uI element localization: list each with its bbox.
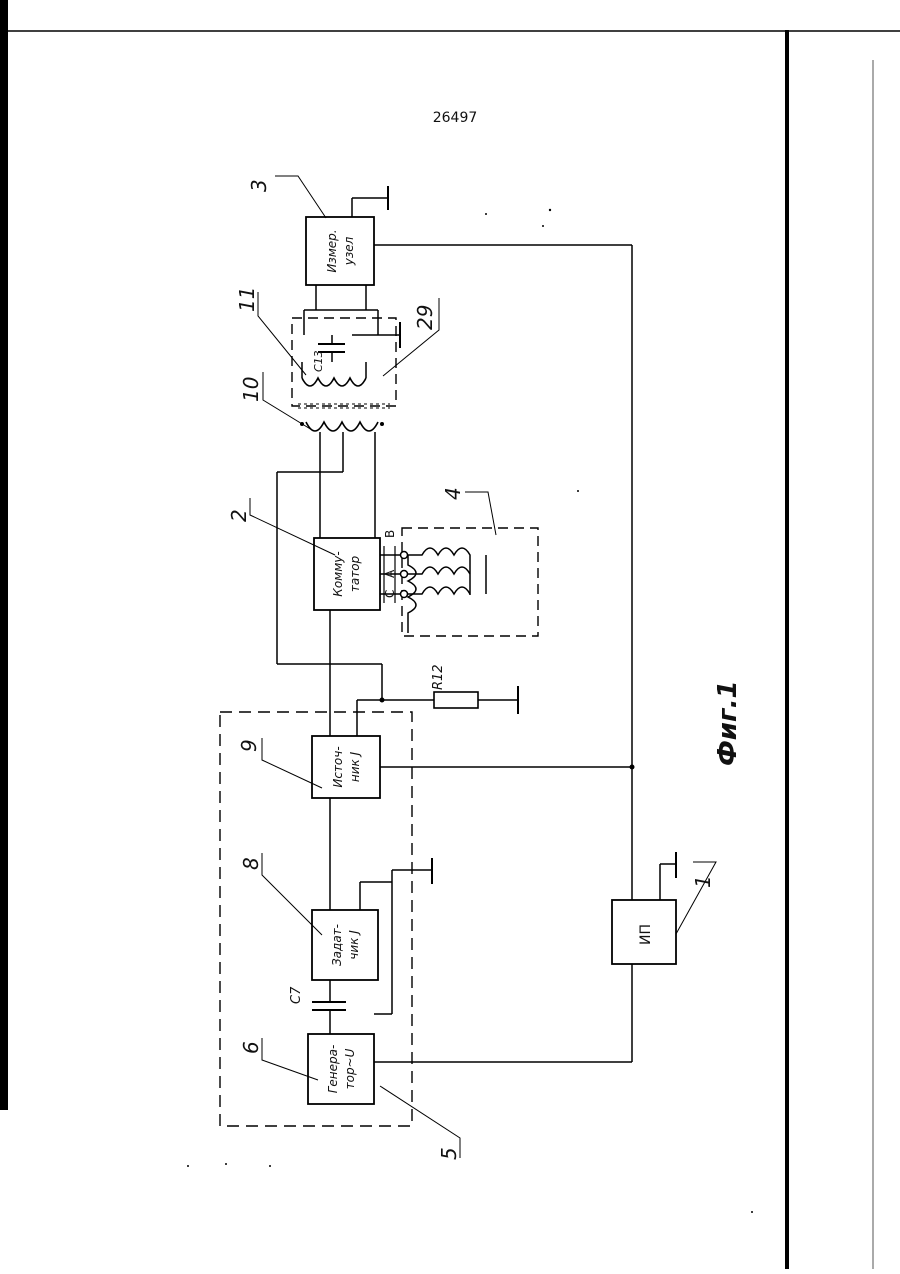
block-9-label-2: ник J bbox=[348, 751, 362, 782]
scan-speck bbox=[577, 490, 579, 492]
block-8-number: 8 bbox=[239, 857, 263, 870]
coil-10-number: 10 bbox=[239, 377, 263, 402]
block-4-coil-set: B A C 4 bbox=[380, 487, 538, 636]
block-8-current-setter: Задат- чик J 8 bbox=[239, 853, 432, 1014]
capacitor-c7: C7 bbox=[289, 980, 346, 1034]
block-3-label-1: Измер. bbox=[325, 229, 339, 272]
block-2-number: 2 bbox=[227, 509, 251, 522]
block-9-number: 9 bbox=[237, 739, 261, 752]
scan-speck bbox=[549, 209, 551, 211]
block-3-number: 3 bbox=[247, 179, 271, 192]
c13-label: C13 bbox=[312, 350, 325, 372]
block-2-label-2: татор bbox=[348, 555, 362, 592]
scan-speck bbox=[269, 1165, 271, 1167]
block-9-current-source: Источ- ник J 9 bbox=[237, 736, 632, 798]
terminal-c-label: C bbox=[383, 590, 397, 598]
scan-speck bbox=[225, 1163, 227, 1165]
scan-speck bbox=[751, 1211, 753, 1213]
block-1-label: ИП bbox=[638, 924, 654, 945]
block-6-label-2: тор~U bbox=[343, 1048, 357, 1089]
block-1-power-supply: ИП 1 bbox=[612, 245, 716, 1062]
block-8-label-2: чик J bbox=[347, 930, 361, 960]
resistor-r12: R12 bbox=[357, 664, 518, 736]
c7-label: C7 bbox=[289, 986, 304, 1004]
shield-29-number: 29 bbox=[413, 305, 437, 330]
document-number: 26497 bbox=[433, 110, 478, 126]
block-2-label-1: Комму- bbox=[331, 551, 345, 596]
block-9-label-1: Источ- bbox=[331, 746, 345, 787]
figure-label: Фиг.1 bbox=[713, 680, 743, 766]
block-6-number: 6 bbox=[239, 1041, 263, 1054]
block-2-commutator: Комму- татор 2 bbox=[227, 498, 380, 610]
block-3-label-2: узел bbox=[342, 236, 356, 266]
left-binding-bar bbox=[0, 0, 8, 1110]
scan-speck bbox=[485, 213, 487, 215]
terminal-b-label: B bbox=[383, 530, 397, 538]
terminal-a-label: A bbox=[383, 569, 397, 578]
coil-11-number: 11 bbox=[235, 287, 259, 312]
block-1-number: 1 bbox=[691, 875, 715, 888]
block-4-number: 4 bbox=[441, 487, 465, 500]
block-8-label-1: Задат- bbox=[330, 924, 344, 966]
block-5-number: 5 bbox=[437, 1147, 461, 1160]
sensor-coil-11-assembly: C13 11 29 bbox=[235, 287, 439, 408]
block-6-generator: Генера- тор~U 6 bbox=[239, 1014, 632, 1104]
excitation-coil-10: 10 bbox=[239, 372, 384, 538]
block-3-measuring-unit: Измер. узел 3 bbox=[247, 176, 388, 285]
block-6-label-1: Генера- bbox=[326, 1045, 340, 1094]
scan-speck bbox=[187, 1165, 189, 1167]
r12-label: R12 bbox=[431, 664, 446, 690]
scan-speck bbox=[542, 225, 544, 227]
